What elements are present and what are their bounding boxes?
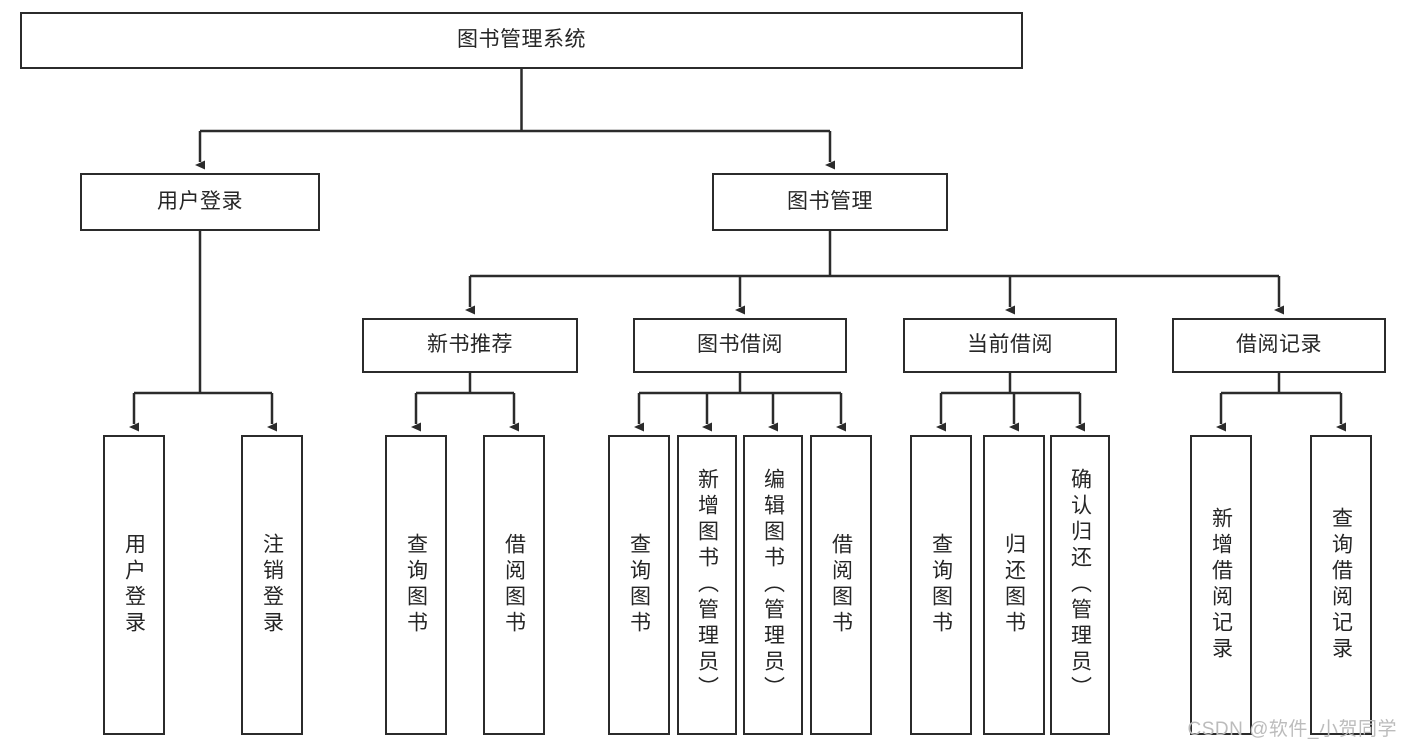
node-label-leaf-query-book-1: 查询图书 (404, 533, 428, 637)
node-label-leaf-query-record: 查询借阅记录 (1329, 507, 1353, 663)
node-label-leaf-confirm-return: 确认归还（管理员） (1068, 468, 1092, 702)
node-leaf-query-book-2[interactable]: 查询图书 (608, 435, 670, 735)
node-leaf-query-record[interactable]: 查询借阅记录 (1310, 435, 1372, 735)
node-label-leaf-edit-book: 编辑图书（管理员） (761, 468, 785, 702)
node-label-leaf-borrow-book-1: 借阅图书 (502, 533, 526, 637)
node-label-leaf-user-logout: 注销登录 (260, 533, 284, 637)
node-current-borrow[interactable]: 当前借阅 (903, 318, 1117, 373)
node-root[interactable]: 图书管理系统 (20, 12, 1023, 69)
node-label-leaf-add-record: 新增借阅记录 (1209, 507, 1233, 663)
node-leaf-edit-book[interactable]: 编辑图书（管理员） (743, 435, 803, 735)
node-leaf-borrow-book-1[interactable]: 借阅图书 (483, 435, 545, 735)
node-leaf-query-book-3[interactable]: 查询图书 (910, 435, 972, 735)
node-label-new-book-recommend: 新书推荐 (427, 333, 513, 357)
node-leaf-borrow-book-2[interactable]: 借阅图书 (810, 435, 872, 735)
node-leaf-add-book[interactable]: 新增图书（管理员） (677, 435, 737, 735)
node-label-book-borrow: 图书借阅 (697, 333, 783, 357)
node-leaf-return-book[interactable]: 归还图书 (983, 435, 1045, 735)
node-leaf-query-book-1[interactable]: 查询图书 (385, 435, 447, 735)
node-label-leaf-query-book-3: 查询图书 (929, 533, 953, 637)
node-leaf-add-record[interactable]: 新增借阅记录 (1190, 435, 1252, 735)
node-label-leaf-borrow-book-2: 借阅图书 (829, 533, 853, 637)
node-label-user-login: 用户登录 (157, 189, 243, 213)
node-label-root: 图书管理系统 (457, 28, 586, 52)
node-label-leaf-add-book: 新增图书（管理员） (695, 468, 719, 702)
node-label-leaf-user-login: 用户登录 (122, 533, 146, 637)
node-label-book-manage: 图书管理 (787, 189, 873, 213)
watermark-text: CSDN @软件_小贺同学 (1187, 719, 1397, 740)
node-book-manage[interactable]: 图书管理 (712, 173, 948, 231)
node-leaf-user-logout[interactable]: 注销登录 (241, 435, 303, 735)
node-book-borrow[interactable]: 图书借阅 (633, 318, 847, 373)
node-label-leaf-return-book: 归还图书 (1002, 533, 1026, 637)
node-leaf-user-login[interactable]: 用户登录 (103, 435, 165, 735)
node-leaf-confirm-return[interactable]: 确认归还（管理员） (1050, 435, 1110, 735)
node-user-login[interactable]: 用户登录 (80, 173, 320, 231)
node-borrow-record[interactable]: 借阅记录 (1172, 318, 1386, 373)
node-label-borrow-record: 借阅记录 (1236, 333, 1322, 357)
node-label-current-borrow: 当前借阅 (967, 333, 1053, 357)
node-label-leaf-query-book-2: 查询图书 (627, 533, 651, 637)
node-new-book-recommend[interactable]: 新书推荐 (362, 318, 578, 373)
